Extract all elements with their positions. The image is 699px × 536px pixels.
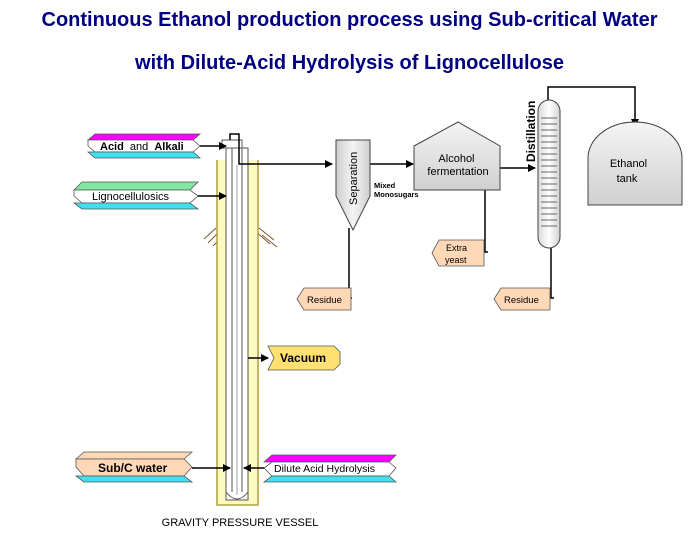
svg-text:Ethanol tank: Ethanol tank: [610, 158, 650, 185]
vessel-label: GRAVITY PRESSURE VESSEL: [162, 517, 319, 529]
fermentation-unit: Alcohol fermentation: [413, 121, 501, 191]
alkali-label: Alkali: [154, 141, 183, 153]
acid-label: Acid: [100, 141, 124, 153]
vacuum-label: Vacuum: [280, 351, 326, 365]
lignocellulosics-input: Lignocellulosics: [72, 181, 227, 210]
ethanol-tank: Ethanol tank: [587, 121, 683, 206]
acid-alkali-input: Acid and Alkali: [86, 133, 227, 159]
svg-text:Acid and Alkali: Acid and Alkali: [100, 141, 184, 153]
diagram-title-line-1: Continuous Ethanol production process us…: [41, 9, 658, 31]
diagram-title-line-2: with Dilute-Acid Hydrolysis of Lignocell…: [135, 52, 564, 74]
yeast-label: yeast: [445, 255, 467, 265]
monosugars-label: Monosugars: [374, 190, 419, 199]
and-label: and: [130, 141, 148, 153]
dilute-acid-input: Dilute Acid Hydrolysis: [243, 454, 398, 483]
svg-text:Mixed Monosugars: Mixed Monosugars: [374, 181, 419, 199]
process-lines: [229, 86, 639, 299]
column-trays: [541, 117, 557, 227]
vacuum-output: Vacuum: [248, 345, 341, 371]
subc-water-label: Sub/C water: [98, 461, 168, 475]
subc-water-input: Sub/C water: [74, 451, 231, 483]
residue-tag-1: Residue: [296, 287, 352, 311]
svg-text:Extra yeast: Extra yeast: [445, 243, 470, 265]
distillation-column: Distillation: [524, 99, 561, 249]
gravity-pressure-vessel: GRAVITY PRESSURE VESSEL: [162, 139, 319, 529]
lignocellulosics-label: Lignocellulosics: [92, 191, 170, 203]
separation-label: Separation: [348, 152, 360, 205]
dilute-acid-label: Dilute Acid Hydrolysis: [274, 463, 375, 475]
residue-tag-2: Residue: [493, 287, 551, 311]
separation-unit: Separation Mixed Monosugars: [335, 139, 419, 232]
extra-yeast-tag: Extra yeast: [431, 239, 485, 267]
extra-label: Extra: [446, 243, 467, 253]
residue-1-label: Residue: [307, 295, 342, 306]
alcohol-label: Alcohol: [438, 153, 474, 165]
residue-2-label: Residue: [504, 295, 539, 306]
svg-text:Alcohol fermentation: Alcohol fermentation: [427, 153, 488, 178]
mixed-label: Mixed: [374, 181, 396, 190]
distillation-label: Distillation: [524, 101, 538, 162]
tank-label: tank: [617, 173, 638, 185]
ethanol-label: Ethanol: [610, 158, 647, 170]
fermentation-label: fermentation: [427, 166, 488, 178]
